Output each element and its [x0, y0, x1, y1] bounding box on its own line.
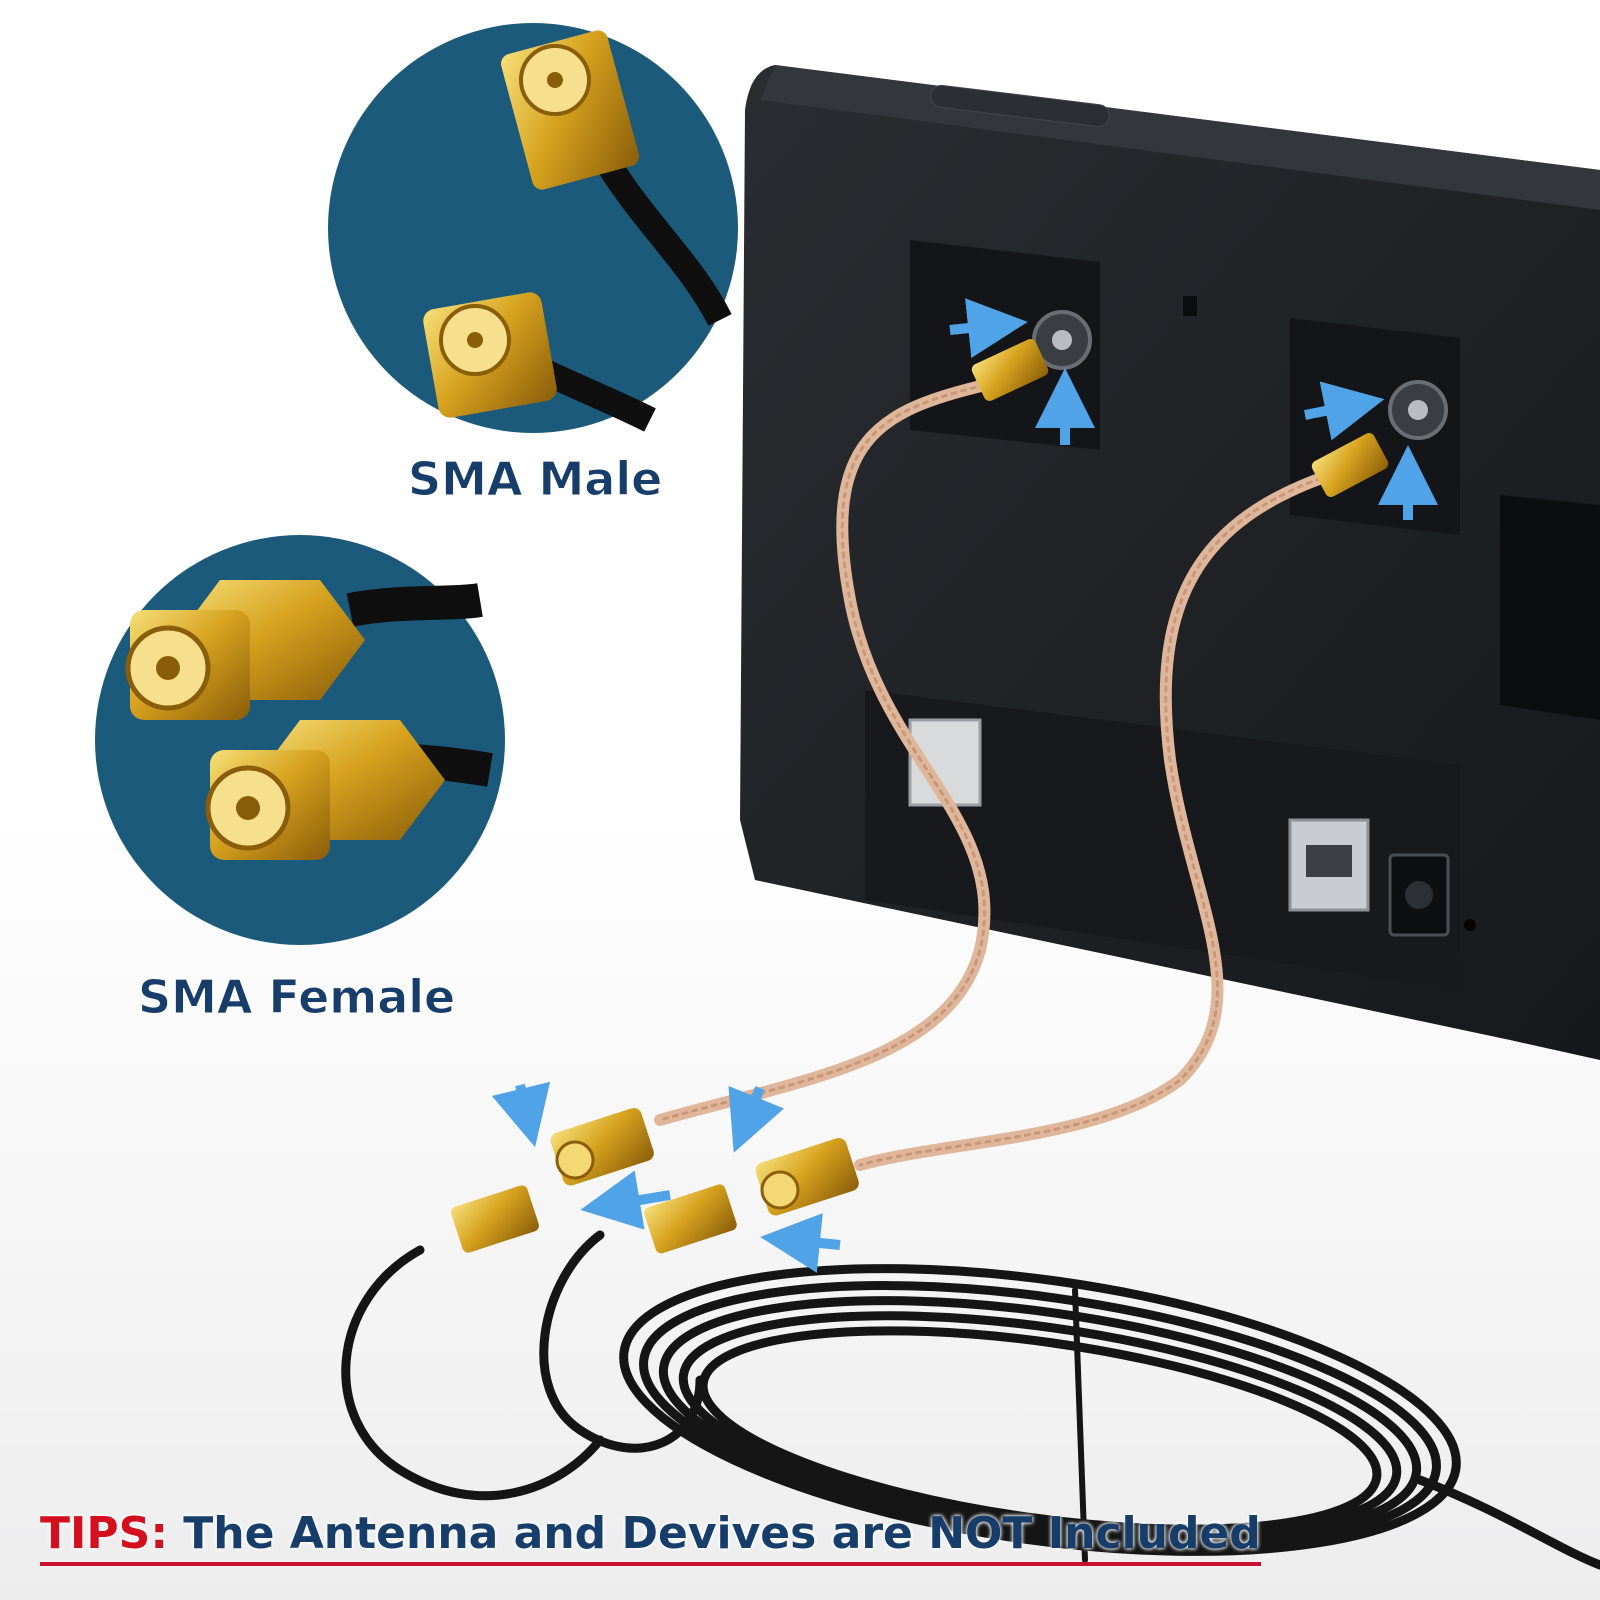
sma-female-jack-right [755, 1138, 859, 1216]
connection-arrows [491, 298, 1438, 1273]
sma-female-connector-icon [95, 535, 505, 945]
lower-port-panel [865, 690, 1460, 990]
sma-female-label: SMA Female [137, 970, 456, 1025]
tips-note: TIPS: The Antenna and Devives are NOT In… [40, 1508, 1261, 1566]
tips-text: The Antenna and Devives are NOT Included [183, 1508, 1261, 1559]
sma-male-plug-left [451, 1185, 539, 1253]
sma-female-jack-left [550, 1108, 654, 1186]
reset-hole [1464, 919, 1476, 931]
sma-male-plug-right [644, 1184, 737, 1254]
router-top-buttons [930, 84, 1110, 128]
pigtail-cables [654, 379, 1336, 1171]
black-antenna-cable-coil [341, 1230, 1600, 1570]
tips-prefix: TIPS: [40, 1508, 168, 1559]
sma-male-plug-on-port-right [1311, 433, 1389, 497]
sma-male-plug-on-port-left [971, 339, 1049, 401]
sma-male-label: SMA Male [407, 452, 663, 507]
router-side-vent [1500, 495, 1600, 720]
sma-male-connector-icon [328, 23, 738, 433]
